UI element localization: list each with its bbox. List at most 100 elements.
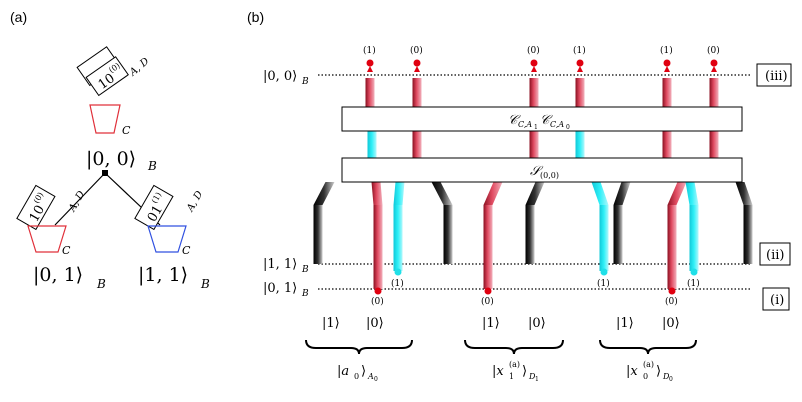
top-markers: (1)(0)(0)(1)(1)(0): [363, 45, 720, 72]
box-left-text: 10: [27, 203, 48, 225]
wire-slant: [393, 182, 405, 205]
wire-slant: [685, 182, 699, 205]
brace-label-main: |x: [492, 364, 504, 379]
wire-down: [373, 205, 383, 289]
top-arrow: [531, 66, 537, 72]
ad-label-right: A, D: [185, 189, 206, 214]
top-label: (1): [363, 45, 376, 56]
tag-iii: (iii): [765, 69, 788, 84]
tag-i-box: (i): [762, 287, 790, 311]
cone-label-right: C: [182, 244, 191, 257]
wire-slant: [613, 182, 631, 205]
top-label: (0): [707, 45, 720, 56]
input-kets: |1⟩|0⟩|1⟩|0⟩|1⟩|0⟩: [322, 316, 680, 331]
brace-label-sub: D: [528, 372, 536, 381]
brace: [599, 339, 697, 355]
bottom-cyan-label: (1): [687, 278, 700, 289]
top-label: (0): [410, 45, 423, 56]
wire-red-top: [709, 78, 719, 107]
bottom-red-label: (0): [665, 296, 678, 307]
level-sub-ii: B: [301, 265, 309, 275]
wire-mid: [575, 131, 585, 158]
wire-mid: [709, 131, 719, 158]
wire-red-top: [662, 78, 672, 107]
cone-right: [147, 225, 187, 253]
wire-slant: [313, 182, 335, 205]
gate-C-sub1b: 1: [534, 124, 538, 131]
wire-slant: [431, 182, 453, 205]
wire-down: [525, 205, 535, 264]
wire-slant: [525, 182, 545, 205]
state-left: |0, 1⟩: [33, 264, 83, 286]
gate-C-box: [341, 106, 743, 132]
brace-label-main: |a: [337, 364, 349, 379]
bottom-red-label: (0): [481, 296, 494, 307]
brace: [464, 339, 564, 355]
tag-ii: (ii): [766, 248, 784, 263]
node-left: 10 (0) A, D C |0, 1⟩ B: [16, 184, 106, 291]
wire-slant: [735, 182, 753, 205]
gate-C: 𝒞 C,A 1 𝒞 C,A 0: [341, 106, 743, 132]
wire-slant: [371, 182, 383, 205]
brace-label-close: ⟩: [361, 364, 366, 379]
top-arrow: [711, 66, 717, 72]
top-label: (1): [660, 45, 673, 56]
wire-down: [443, 205, 453, 264]
level-label-ii: |1, 1⟩: [263, 257, 297, 272]
wire-down: [483, 205, 493, 289]
node-right: 01 (1) A, D C |1, 1⟩ B: [134, 184, 210, 291]
top-dot: [576, 59, 584, 67]
branch-left-line: [54, 172, 106, 226]
top-dot: [413, 59, 421, 67]
bottom-cyan-label: (1): [391, 278, 404, 289]
top-arrow: [414, 66, 420, 72]
wire-down: [743, 205, 753, 264]
wire-slant: [667, 182, 687, 205]
level-label-iii: |0, 0⟩: [263, 69, 297, 84]
state-left-sub: B: [96, 277, 106, 291]
top-dot: [530, 59, 538, 67]
state-right: |1, 1⟩: [138, 264, 188, 286]
state-right-sub: B: [200, 277, 210, 291]
wire-slant: [591, 182, 609, 205]
brace-label-sub: A: [367, 372, 374, 381]
state-top-sub: B: [147, 159, 157, 173]
bottom-red-dot: [374, 287, 382, 295]
level-sub-iii: B: [301, 77, 309, 87]
gate-C-sub2: C,A: [550, 120, 564, 129]
brace-label-sub2: 0: [669, 376, 673, 383]
input-ket: |1⟩: [482, 316, 500, 331]
node-top: 10 (0) A, D C |0, 0⟩ B: [76, 46, 157, 173]
wire-slant: [483, 182, 503, 205]
bottom-cyan-dot: [600, 268, 608, 276]
bottom-red-dot: [484, 287, 492, 295]
box-right: 01 (1): [134, 184, 174, 231]
gate-C-sub2b: 0: [566, 124, 570, 131]
top-arrow: [367, 66, 373, 72]
panel-b-label: (b): [247, 9, 264, 25]
cone-top: [89, 104, 121, 134]
cone-left: [27, 225, 67, 253]
wire-mid: [662, 131, 672, 158]
box-left: 10 (0): [16, 184, 56, 231]
input-ket: |1⟩: [616, 316, 634, 331]
brace-label-sub0: 0: [354, 372, 359, 381]
ad-label-top: A, D: [127, 56, 151, 79]
top-dot: [710, 59, 718, 67]
panel-a: (a) 10 (0) A, D C |0, 0⟩ B 10: [10, 9, 210, 291]
wire-red-top: [365, 78, 375, 107]
wire-red-top: [575, 78, 585, 107]
box-right-text: 01: [145, 203, 166, 225]
state-top: |0, 0⟩: [86, 148, 136, 170]
input-ket: |1⟩: [322, 316, 340, 331]
brace-label-main: |x: [626, 364, 638, 379]
brace-label-sub2: 0: [374, 376, 378, 383]
wire-mid: [412, 131, 422, 158]
ad-label-left: A, D: [67, 189, 88, 214]
top-dot: [663, 59, 671, 67]
bottom-cyan-label: (1): [597, 278, 610, 289]
